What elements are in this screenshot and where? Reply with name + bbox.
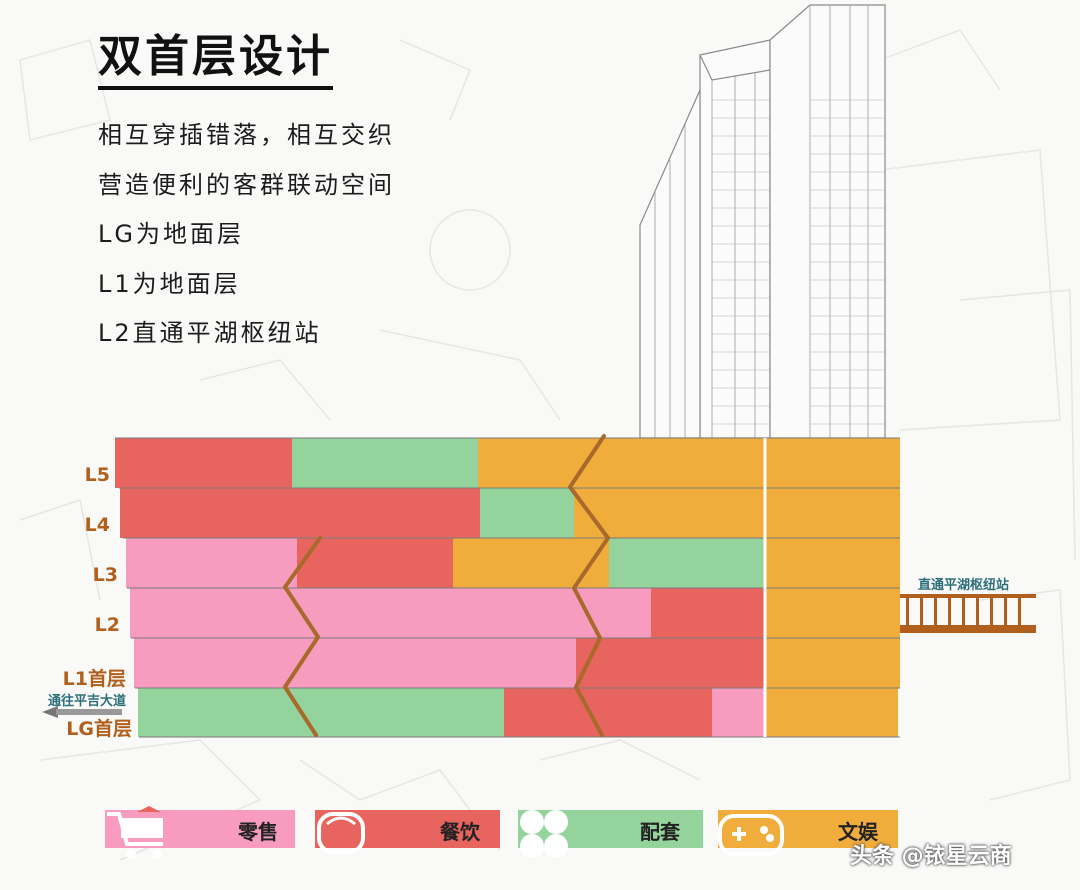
hub-station-label: 直通平湖枢纽站 (918, 578, 1010, 593)
avenue-label: 通往平吉大道 (48, 694, 127, 709)
zone-block-culture (478, 438, 900, 488)
page-title: 双首层设计 (98, 30, 333, 90)
zone-block-support (609, 538, 765, 588)
description-line: L1为地面层 (98, 269, 241, 298)
zone-block-support (292, 438, 478, 488)
bridge-rail (1018, 598, 1021, 626)
left-arrow-icon (42, 706, 122, 718)
description-line: LG为地面层 (98, 220, 244, 248)
zone-block-dining (115, 438, 292, 488)
zone-block-retail (712, 688, 765, 737)
watermark: 头条 @铱星云商 (850, 844, 1012, 869)
bridge-rail (990, 598, 993, 626)
bridge-connector (900, 594, 1036, 633)
zone-block-retail (130, 588, 651, 638)
bridge-rail (1004, 598, 1007, 626)
description-line: 营造便利的客群联动空间 (98, 170, 395, 199)
bowl-icon (317, 812, 365, 854)
zone-block-support (138, 688, 504, 737)
bridge-rail (920, 598, 923, 626)
zone-block-dining (504, 688, 712, 737)
shopping-cart-icon (107, 806, 163, 859)
legend-label-retail: 零售 (238, 820, 278, 844)
zone-block-retail (134, 638, 576, 688)
bridge-rail (948, 598, 951, 626)
legend: 零售 餐饮 配套 文娱 (0, 806, 1080, 860)
bridge-rail (906, 598, 909, 626)
description-line: L2直通平湖枢纽站 (98, 319, 322, 347)
zone-block-dining (297, 538, 453, 588)
zone-block-dining (651, 588, 765, 638)
floor-label-l3: L3 (92, 564, 118, 586)
legend-label-culture: 文娱 (838, 820, 878, 844)
zone-block-culture (765, 588, 900, 638)
zone-block-culture (574, 488, 900, 538)
gamepad-icon (718, 814, 784, 856)
legend-bar-dining (315, 810, 500, 848)
legend-label-support: 配套 (640, 820, 680, 844)
zigzag-connector (283, 536, 322, 737)
zone-block-retail (126, 538, 297, 588)
floor-label-lg: LG首层 (66, 718, 132, 740)
bridge-rail (976, 598, 979, 626)
zone-block-support (480, 488, 574, 538)
zone-block-culture (765, 688, 898, 737)
legend-label-dining: 餐饮 (440, 820, 480, 844)
floor-label-l1: L1首层 (62, 668, 126, 690)
bridge-rail (934, 598, 937, 626)
floor-label-l2: L2 (94, 614, 120, 636)
zone-block-culture (453, 538, 609, 588)
bridge-rail (962, 598, 965, 626)
clover-icon (520, 810, 568, 858)
zone-block-culture (765, 538, 900, 588)
zone-block-culture (765, 638, 900, 688)
floor-label-l5: L5 (84, 464, 110, 486)
zone-block-dining (576, 638, 765, 688)
floor-label-l4: L4 (84, 514, 110, 536)
zigzag-connector (568, 434, 610, 737)
description-line: 相互穿插错落，相互交织 (98, 121, 395, 149)
zone-block-dining (120, 488, 480, 538)
description-block: 相互穿插错落，相互交织 营造便利的客群联动空间 LG为地面层 L1为地面层 L2… (98, 120, 395, 368)
